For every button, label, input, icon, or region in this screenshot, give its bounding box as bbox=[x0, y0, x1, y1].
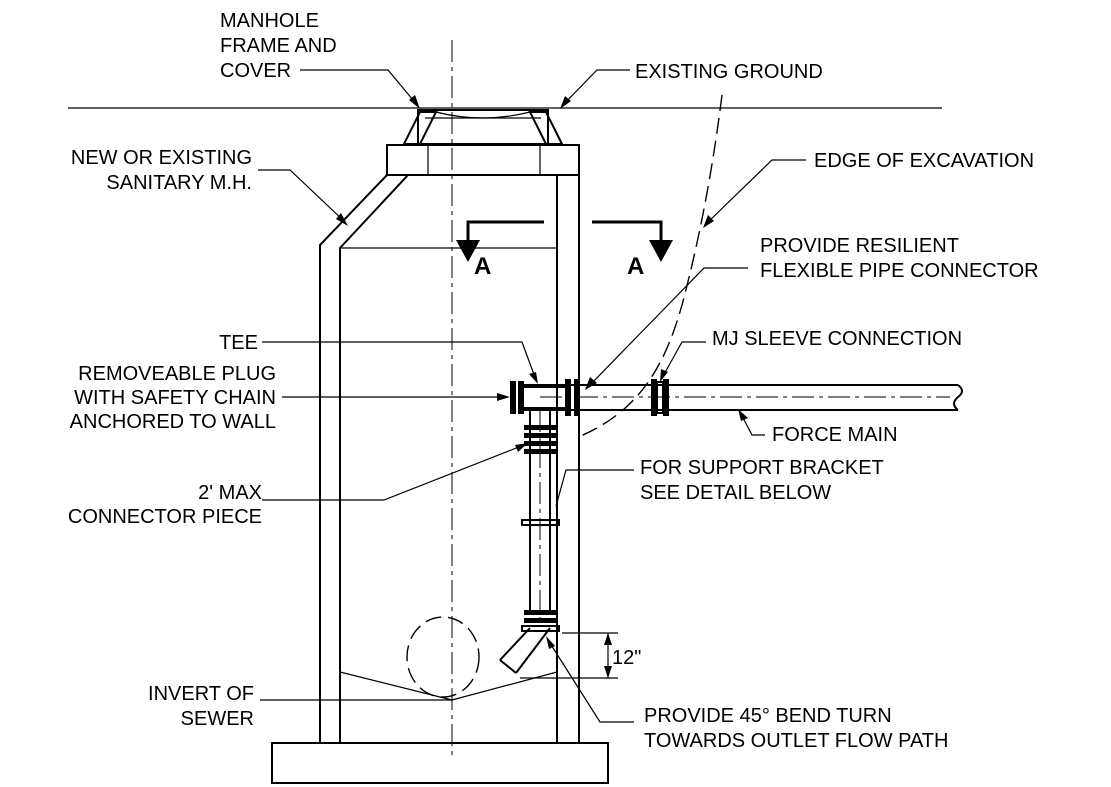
section-label-left: A bbox=[474, 253, 491, 280]
section-label-right: A bbox=[627, 253, 644, 280]
forty-five-bend bbox=[499, 627, 551, 674]
edge-of-excavation-line bbox=[575, 94, 723, 439]
label-bend-line2: TOWARDS OUTLET FLOW PATH bbox=[644, 730, 948, 752]
label-bend-line1: PROVIDE 45° BEND TURN bbox=[644, 705, 892, 727]
manhole-walls bbox=[319, 174, 580, 743]
label-sanitary-mh-line1: NEW OR EXISTING bbox=[71, 147, 252, 169]
sewer-pipe-outline bbox=[406, 616, 480, 698]
manhole-top-ring bbox=[386, 144, 580, 176]
manhole-frame-and-cover bbox=[402, 109, 564, 145]
label-support-bracket-line2: SEE DETAIL BELOW bbox=[640, 482, 831, 504]
section-cut-a bbox=[456, 220, 673, 262]
dimension-label: 12" bbox=[612, 647, 641, 669]
label-manhole-frame-line3: COVER bbox=[220, 60, 291, 82]
label-existing-ground: EXISTING GROUND bbox=[635, 61, 823, 83]
label-removeable-plug-line3: ANCHORED TO WALL bbox=[70, 411, 276, 433]
tee-assembly bbox=[510, 379, 580, 416]
manhole-base-slab bbox=[271, 742, 609, 784]
riser-pipe bbox=[524, 410, 556, 625]
dimension-12-inch bbox=[520, 632, 618, 679]
invert-channel bbox=[339, 616, 558, 701]
label-force-main: FORCE MAIN bbox=[772, 424, 898, 446]
force-main-pipe bbox=[520, 379, 963, 416]
label-manhole-frame-line2: FRAME AND bbox=[220, 35, 337, 57]
label-invert-line2: SEWER bbox=[181, 708, 254, 730]
label-sanitary-mh-line2: SANITARY M.H. bbox=[106, 172, 252, 194]
label-resilient-connector-line2: FLEXIBLE PIPE CONNECTOR bbox=[760, 260, 1039, 282]
leader-lines bbox=[258, 69, 806, 723]
label-mj-sleeve: MJ SLEEVE CONNECTION bbox=[712, 328, 962, 350]
label-tee: TEE bbox=[219, 332, 258, 354]
label-removeable-plug-line1: REMOVEABLE PLUG bbox=[78, 363, 276, 385]
label-removeable-plug-line2: WITH SAFETY CHAIN bbox=[74, 387, 276, 409]
label-support-bracket-line1: FOR SUPPORT BRACKET bbox=[640, 457, 884, 479]
label-connector-piece-line1: 2' MAX bbox=[198, 482, 262, 504]
label-resilient-connector-line1: PROVIDE RESILIENT bbox=[760, 235, 959, 257]
support-brackets bbox=[521, 515, 560, 636]
label-connector-piece-line2: CONNECTOR PIECE bbox=[68, 506, 262, 528]
label-edge-of-excavation: EDGE OF EXCAVATION bbox=[814, 150, 1034, 172]
label-manhole-frame-line1: MANHOLE bbox=[220, 10, 319, 32]
label-invert-line1: INVERT OF bbox=[148, 683, 254, 705]
